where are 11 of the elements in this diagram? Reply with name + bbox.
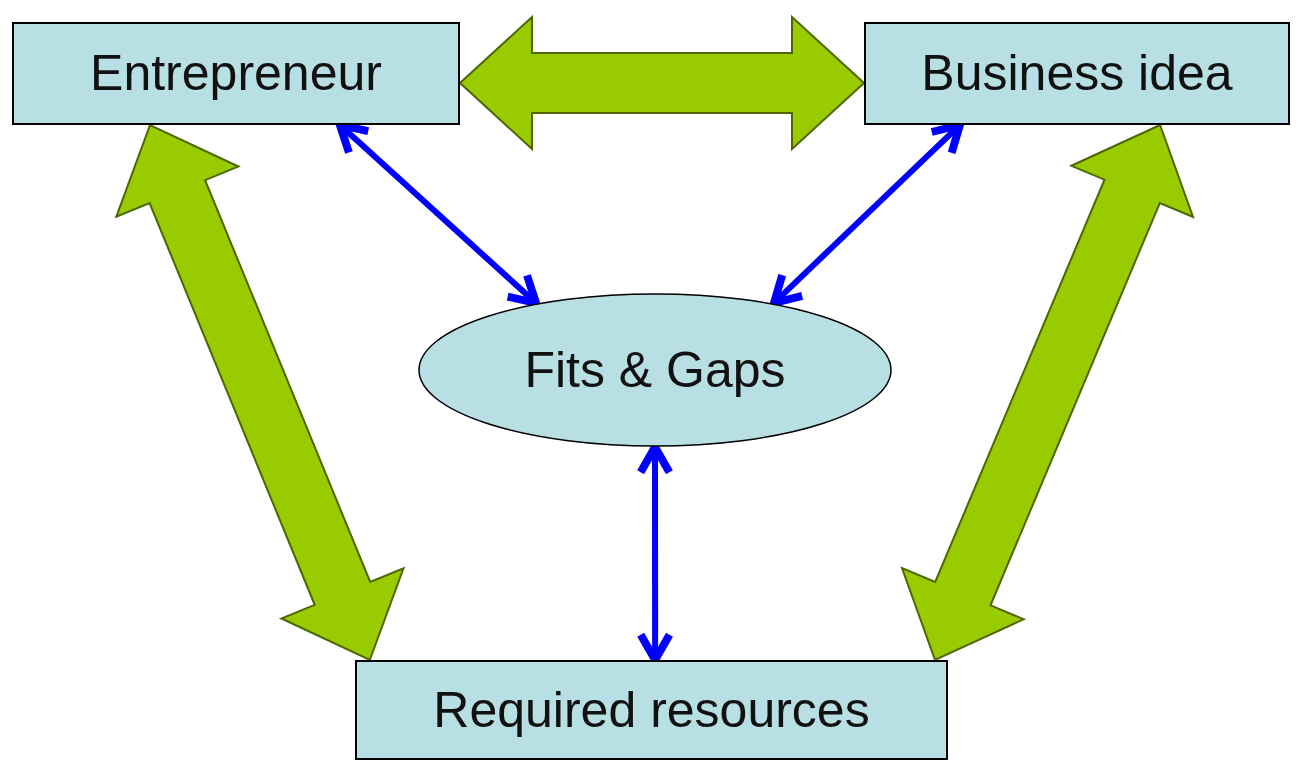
ellipse-node: [418, 293, 892, 447]
node-label: Entrepreneur: [90, 44, 382, 104]
block-double-arrow: [458, 14, 866, 152]
node-label: Business idea: [921, 44, 1233, 104]
node-label: Required resources: [433, 680, 870, 740]
block-double-arrow: [114, 123, 406, 662]
node-label: Fits & Gaps: [524, 340, 786, 400]
process-box: [864, 22, 1290, 125]
process-box: [12, 22, 460, 125]
process-box: [355, 660, 948, 760]
block-double-arrow: [900, 123, 1195, 662]
